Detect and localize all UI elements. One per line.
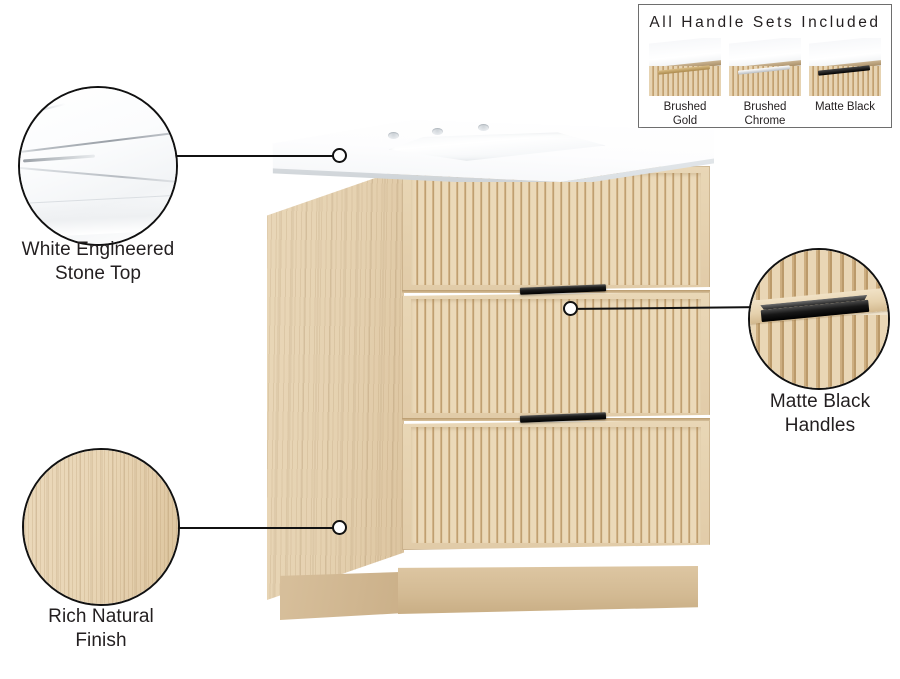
label-line-2: Stone Top — [54, 262, 142, 284]
flutes-lower — [750, 314, 888, 388]
handle-option-matte-black[interactable]: Matte Black — [809, 38, 881, 129]
plinth-side — [280, 572, 400, 620]
brushed-chrome-label: Brushed Chrome — [729, 101, 801, 129]
label-line-2: Handles — [784, 414, 856, 436]
handle-option-brushed-chrome[interactable]: Brushed Chrome — [729, 38, 801, 129]
cabinet-side-panel — [267, 168, 404, 600]
fluted-panel — [411, 299, 701, 413]
plinth-front — [398, 566, 698, 614]
connector-line-natural-finish — [158, 527, 340, 529]
fluted-panel — [411, 427, 701, 543]
callout-bubble-natural-finish — [22, 448, 180, 606]
label-line-2: Finish — [75, 629, 127, 651]
label-line-1: White Engineered — [21, 239, 175, 260]
drawer-top[interactable] — [402, 166, 710, 292]
label-line-1: Brushed — [663, 101, 707, 113]
vanity-product-image — [262, 120, 722, 630]
callout-label-matte-black: Matte Black Handles — [740, 390, 900, 438]
faucet-hole-left — [388, 132, 399, 139]
label-line-1: Rich Natural — [48, 606, 154, 627]
wood-grain-closeup — [24, 450, 178, 604]
stone-highlight-line — [32, 102, 67, 113]
handle-option-brushed-gold[interactable]: Brushed Gold — [649, 38, 721, 129]
matte-black-handle-closeup — [750, 250, 888, 388]
brushed-gold-thumbnail — [649, 38, 721, 96]
handle-sets-title: All Handle Sets Included — [649, 14, 881, 31]
label-line-1: Brushed — [743, 101, 787, 113]
stone-edge-line — [23, 154, 95, 163]
matte-black-label: Matte Black — [809, 101, 881, 115]
brushed-chrome-thumbnail — [729, 38, 801, 96]
label-line-2: Black — [846, 101, 876, 113]
drawer-middle[interactable] — [402, 292, 710, 420]
cabinet-front — [402, 158, 714, 602]
drawer-bottom[interactable] — [402, 420, 710, 550]
faucet-hole-center — [432, 128, 443, 135]
fluted-panel — [411, 173, 701, 285]
faucet-hole-right — [478, 124, 489, 131]
callout-bubble-stone-top — [18, 86, 178, 246]
stone-bevel — [20, 194, 176, 240]
callout-label-natural-finish: Rich Natural Finish — [6, 605, 196, 653]
engineered-stone-countertop — [262, 120, 714, 182]
brushed-gold-label: Brushed Gold — [649, 101, 721, 129]
label-line-2: Chrome — [744, 114, 786, 127]
callout-label-stone-top: White Engineered Stone Top — [0, 238, 196, 286]
label-line-2: Gold — [672, 114, 698, 127]
callout-bubble-matte-black — [748, 248, 890, 390]
white-stone-closeup — [20, 88, 176, 244]
connector-dot-natural-finish — [332, 520, 347, 535]
handle-sets-panel: All Handle Sets Included Brushed Gold — [638, 4, 892, 128]
matte-black-thumbnail — [809, 38, 881, 96]
label-line-1: Matte — [814, 101, 844, 113]
connector-line-stone-top — [155, 155, 340, 157]
handle-swatch-row: Brushed Gold Brushed Chrome — [639, 32, 891, 129]
connector-dot-matte-black — [563, 301, 578, 316]
connector-dot-stone-top — [332, 148, 347, 163]
label-line-1: Matte Black — [769, 391, 871, 412]
